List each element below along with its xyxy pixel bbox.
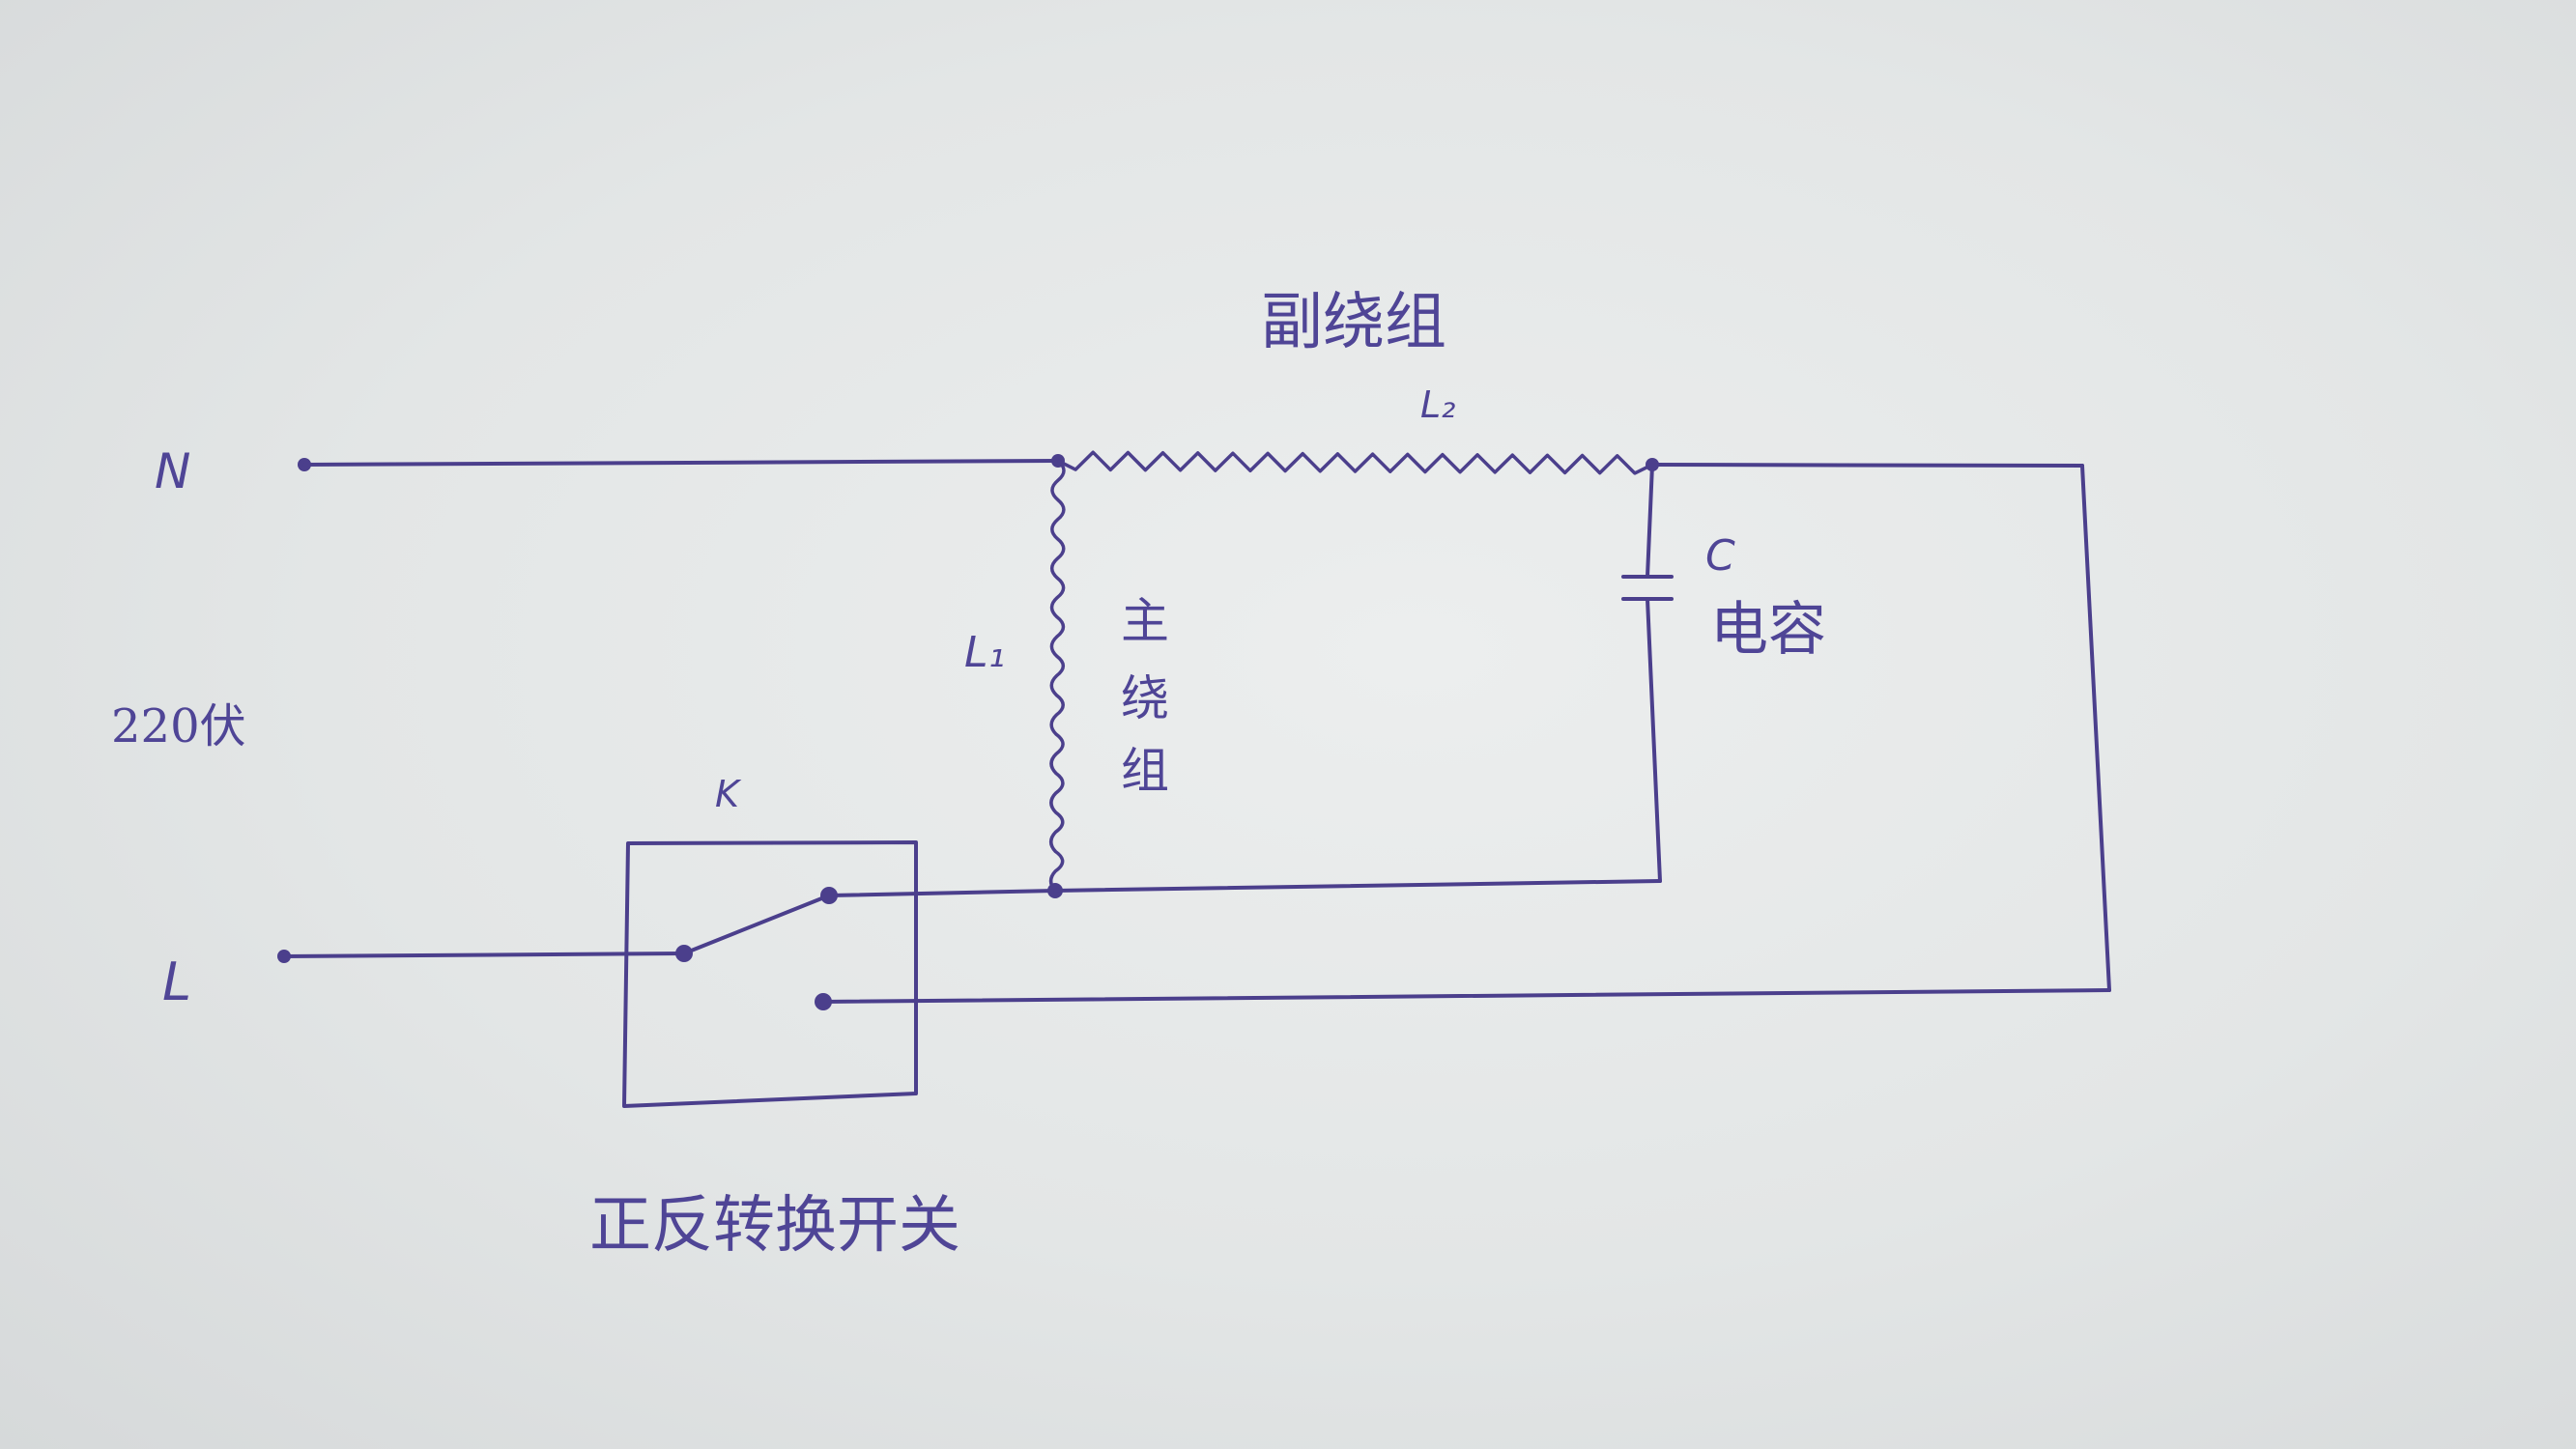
switch-lower-wire: [821, 988, 2111, 1004]
label-main-winding-2: 绕: [1121, 670, 1169, 726]
switch-upper-wire: [827, 889, 1057, 897]
label-switch: 正反转换开关: [589, 1190, 960, 1262]
switch-pivot: [675, 945, 693, 962]
label-main-winding-1: 主: [1121, 593, 1169, 649]
label-aux-winding: 副绕组: [1261, 287, 1446, 358]
label-n: N: [155, 443, 190, 499]
top-right-wire: [1650, 463, 2084, 468]
main-winding-coil: [1048, 459, 1066, 893]
switch-box: [622, 840, 918, 1108]
n-wire: [302, 459, 1060, 467]
switch-contact-lower: [815, 993, 832, 1010]
l-wire: [282, 952, 686, 958]
right-vertical-wire: [2080, 464, 2111, 992]
main-to-cap-wire: [1053, 879, 1662, 893]
label-capacitor: 电容: [1710, 596, 1826, 664]
label-c: C: [1705, 531, 1735, 581]
label-k: K: [715, 773, 742, 815]
label-voltage: 220伏: [111, 699, 246, 753]
label-main-winding-3: 组: [1121, 743, 1169, 799]
switch-blade: [682, 894, 831, 955]
capacitor-lead-top: [1646, 463, 1654, 579]
capacitor-lead-bottom: [1646, 597, 1662, 883]
aux-winding-coil: [1057, 450, 1653, 475]
label-l: L: [162, 952, 191, 1012]
switch-contact-upper: [820, 887, 838, 904]
label-l1: L₁: [964, 628, 1005, 677]
label-l2: L₂: [1420, 384, 1455, 426]
